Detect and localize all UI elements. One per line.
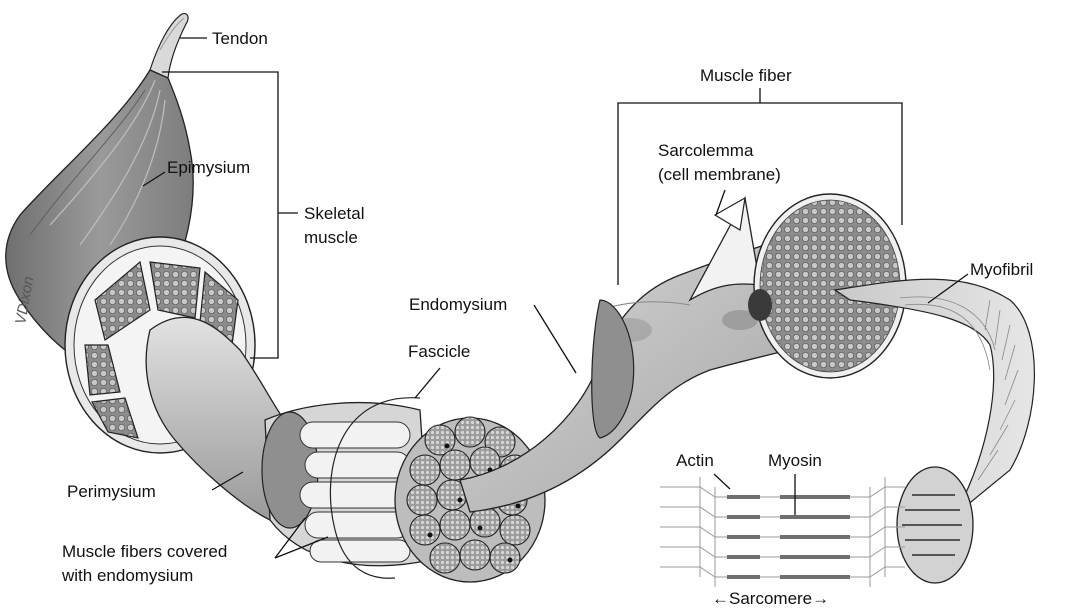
tendon-label: Tendon xyxy=(212,29,268,48)
sarcolemma-label-line2: (cell membrane) xyxy=(658,165,781,184)
muscle-fibers-label-line1: Muscle fibers covered xyxy=(62,542,227,561)
skeletal-muscle-label-line1: Skeletal xyxy=(304,204,364,223)
muscle-fiber-drawing xyxy=(460,194,1034,583)
muscle-fiber-label: Muscle fiber xyxy=(700,66,792,85)
sarcomere-filaments xyxy=(660,477,905,587)
skeletal-muscle-label-line2: muscle xyxy=(304,228,358,247)
skeletal-muscle-drawing xyxy=(6,14,300,520)
sarcolemma-label-line1: Sarcolemma xyxy=(658,141,754,160)
epimysium-label: Epimysium xyxy=(167,158,250,177)
sarcomere-label: ←Sarcomere→ xyxy=(712,589,829,608)
muscle-fibers-label-line2: with endomysium xyxy=(61,566,193,585)
myofibril-label: Myofibril xyxy=(970,260,1033,279)
fascicle-label: Fascicle xyxy=(408,342,470,361)
actin-label: Actin xyxy=(676,451,714,470)
perimysium-label: Perimysium xyxy=(67,482,156,501)
endomysium-label: Endomysium xyxy=(409,295,507,314)
myosin-label: Myosin xyxy=(768,451,822,470)
